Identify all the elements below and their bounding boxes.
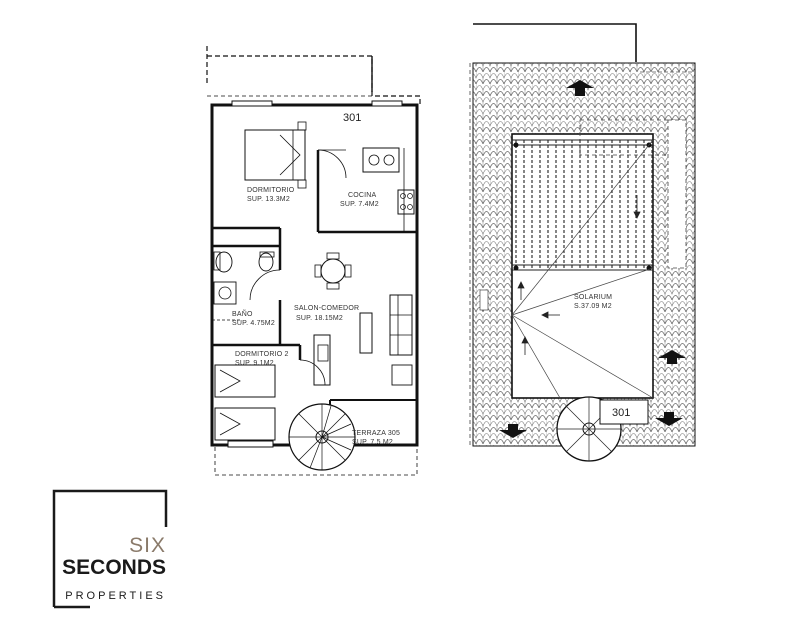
room-name-dormitorio: DORMITORIO <box>247 187 295 194</box>
logo-frame <box>52 489 168 607</box>
room-name-terraza: TERRAZA 305 <box>352 430 400 437</box>
room-name-salon: SALON-COMEDOR <box>294 305 359 312</box>
room-area-salon: SUP. 18.15M2 <box>296 315 343 322</box>
room-area-cocina: SUP. 7.4M2 <box>340 201 379 208</box>
room-name-dormitorio-2: DORMITORIO 2 <box>235 351 289 358</box>
roof-plan <box>469 23 696 462</box>
logo-properties: PROPERTIES <box>65 590 166 602</box>
room-area-dormitorio: SUP. 13.3M2 <box>247 196 290 203</box>
room-area-bano: SUP. 4.75M2 <box>232 320 275 327</box>
ground-floor-labels: 301 DORMITORIO SUP. 13.3M2 COCINA SUP. 7… <box>232 112 400 446</box>
room-name-cocina: COCINA <box>348 192 377 199</box>
logo-six: SIX <box>129 534 166 557</box>
room-area-solarium: S.37.09 M2 <box>574 303 612 310</box>
room-name-bano: BAÑO <box>232 309 253 318</box>
unit-number-roof: 301 <box>612 407 630 419</box>
logo-seconds: SECONDS <box>62 556 166 579</box>
unit-number-ground: 301 <box>343 112 361 124</box>
room-area-dormitorio-2: SUP. 9.1M2 <box>235 360 274 367</box>
room-name-solarium: SOLARIUM <box>574 294 612 301</box>
ground-floor-plan <box>206 46 421 476</box>
six-seconds-logo: SIX SECONDS PROPERTIES <box>52 489 168 609</box>
roof-plan-labels: SOLARIUM S.37.09 M2 301 <box>574 294 630 419</box>
room-area-terraza: SUP. 7.5 M2 <box>352 439 393 446</box>
